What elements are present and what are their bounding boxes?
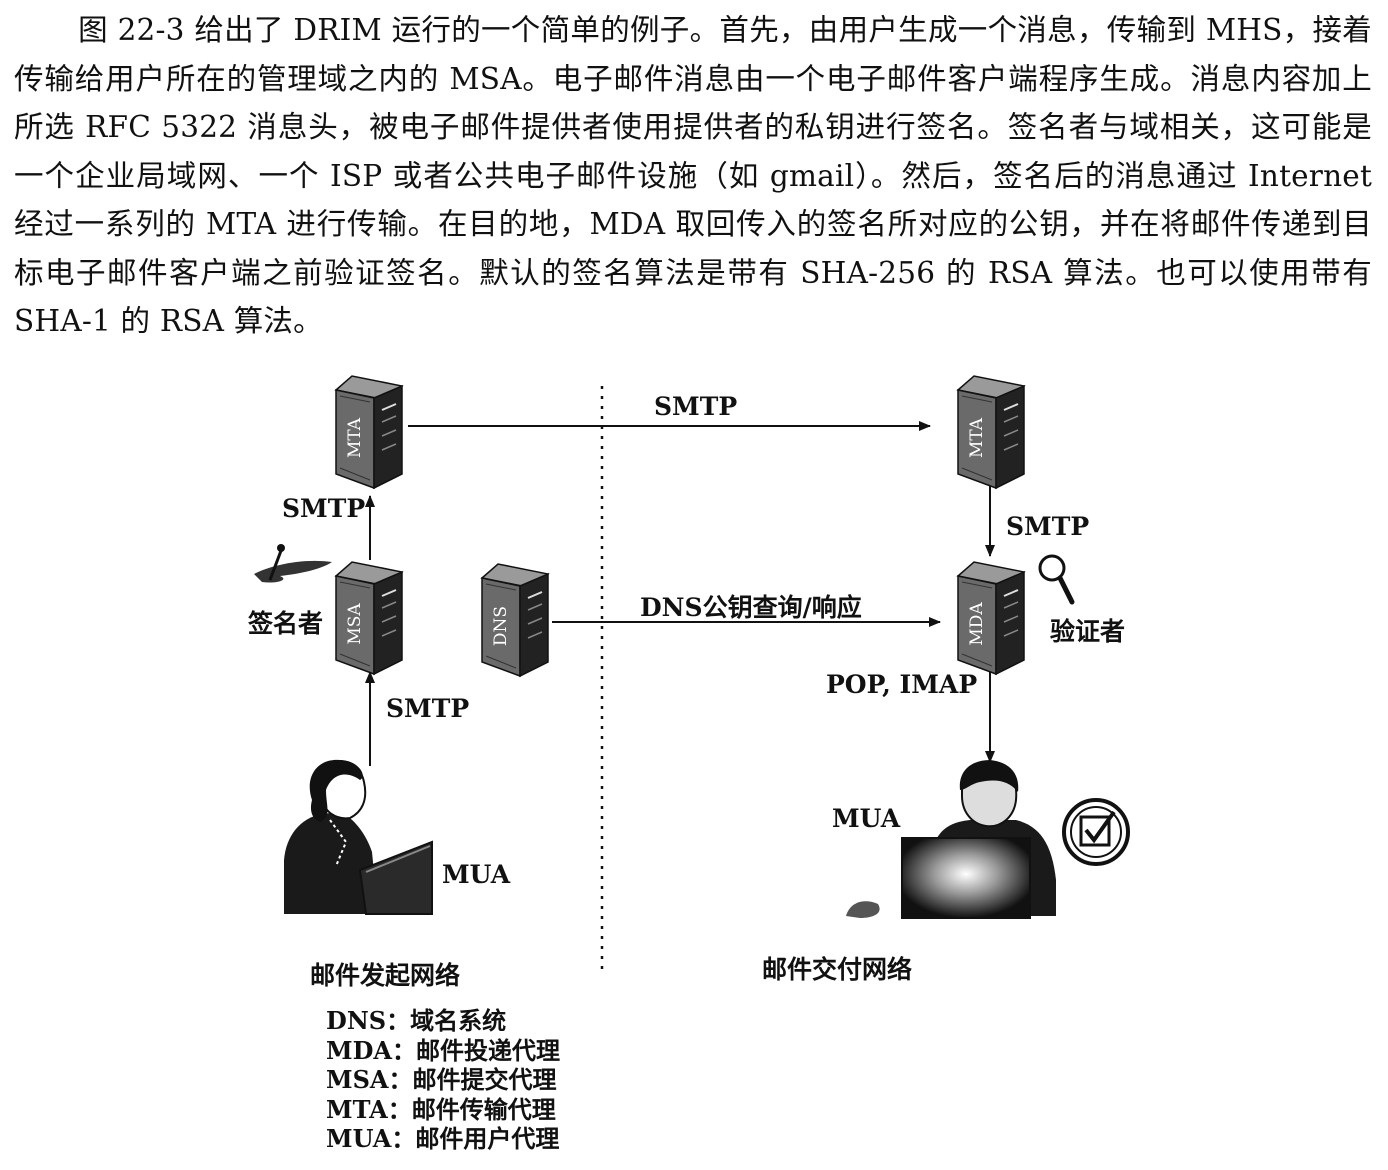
label-signer: 签名者	[248, 609, 324, 638]
body-paragraph: 图 22-3 给出了 DRIM 运行的一个简单的例子。首先，由用户生成一个消息，…	[14, 6, 1372, 346]
server-mda: MDA	[957, 561, 1025, 675]
signing-pen-icon	[254, 544, 332, 583]
legend-item: MTA：邮件传输代理	[326, 1094, 556, 1124]
label-delivery-network: 邮件交付网络	[762, 955, 913, 984]
label-smtp-top: SMTP	[654, 392, 738, 421]
user-woman-icon	[284, 759, 433, 915]
label-mua-left: MUA	[442, 860, 511, 889]
server-label: DNS	[491, 606, 511, 646]
magnifier-icon	[1038, 554, 1075, 605]
label-dns-query-response: DNS公钥查询/响应	[640, 593, 862, 622]
server-dns: DNS	[481, 563, 549, 677]
label-mua-right: MUA	[832, 804, 901, 833]
abbreviation-legend: DNS：域名系统 MDA：邮件投递代理 MSA：邮件提交代理 MTA：邮件传输代…	[326, 1006, 560, 1154]
legend-item: DNS：域名系统	[326, 1006, 507, 1035]
label-smtp-left-upper: SMTP	[282, 494, 366, 523]
paragraph-text: 图 22-3 给出了 DRIM 运行的一个简单的例子。首先，由用户生成一个消息，…	[14, 13, 1372, 338]
server-label: MDA	[967, 602, 987, 646]
verified-checkmark-icon	[1062, 798, 1130, 866]
label-pop-imap: POP, IMAP	[826, 670, 978, 699]
legend-item: MUA：邮件用户代理	[326, 1124, 560, 1153]
label-smtp-left-lower: SMTP	[386, 694, 470, 723]
server-mta-left: MTA	[335, 375, 403, 489]
server-label: MTA	[345, 417, 365, 458]
label-origin-network: 邮件发起网络	[310, 961, 461, 990]
server-label: MSA	[345, 603, 365, 645]
server-mta-right: MTA	[957, 375, 1025, 489]
legend-item: MSA：邮件提交代理	[326, 1065, 557, 1094]
user-man-icon	[846, 760, 1056, 919]
label-verifier: 验证者	[1050, 617, 1126, 646]
label-smtp-right: SMTP	[1006, 512, 1090, 541]
legend-item: MDA：邮件投递代理	[326, 1035, 560, 1065]
server-msa: MSA	[335, 561, 403, 675]
server-label: MTA	[967, 417, 987, 458]
